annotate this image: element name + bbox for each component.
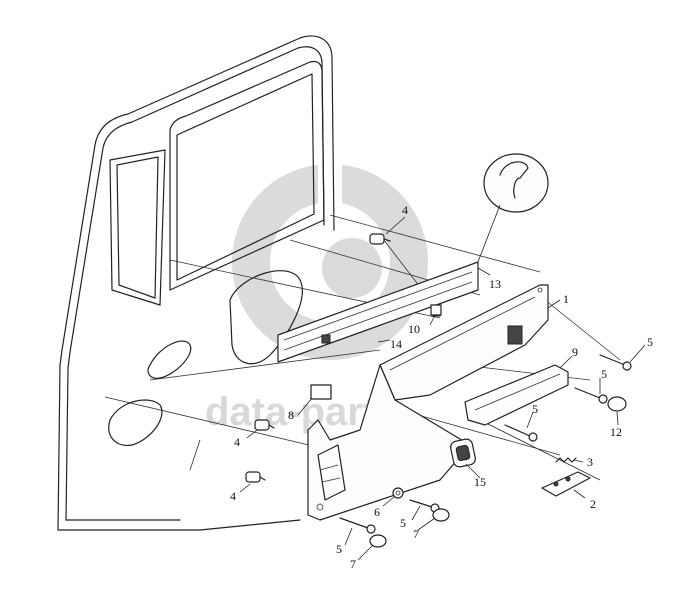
callout-5-e: 5	[336, 542, 342, 556]
door-shell	[57, 35, 335, 531]
washer-part-6	[392, 487, 404, 499]
armrest-bracket	[379, 284, 549, 401]
callout-15: 15	[474, 475, 486, 489]
callout-leaders	[239, 216, 646, 561]
screw-part-5-a	[599, 354, 632, 371]
cap-part-7-a	[432, 508, 450, 522]
callout-14: 14	[390, 337, 402, 351]
callout-12: 12	[610, 425, 622, 439]
spring-part-3	[555, 457, 577, 463]
trim-strip	[277, 261, 479, 363]
clip-part-8	[310, 384, 332, 400]
escutcheon-part-15	[450, 438, 476, 468]
callout-4-mid: 4	[234, 435, 240, 449]
callout-8: 8	[288, 408, 294, 422]
clip-part-4-mid	[254, 419, 275, 431]
callout-5-a: 5	[647, 335, 653, 349]
callout-9: 9	[572, 345, 578, 359]
screw-part-5-e	[339, 517, 376, 534]
callout-7-a: 7	[413, 527, 419, 541]
callout-labels: 1 2 3 4 4 4 5 5 5 5 5 6 7 7 8 9 10 12 13…	[230, 203, 653, 571]
cap-part-12	[607, 396, 627, 412]
clip-part-10	[430, 304, 442, 316]
callout-10: 10	[408, 322, 420, 336]
callout-6: 6	[374, 505, 380, 519]
latch-part-2	[541, 471, 591, 497]
detail-inset	[477, 153, 549, 263]
callout-5-c: 5	[532, 402, 538, 416]
callout-3: 3	[587, 455, 593, 469]
screw-part-5-b	[574, 387, 608, 404]
callout-7-b: 7	[350, 557, 356, 571]
callout-2: 2	[590, 497, 596, 511]
clip-part-4-low	[245, 471, 266, 483]
callout-1: 1	[563, 292, 569, 306]
cap-part-7-b	[369, 534, 387, 548]
callout-4-low: 4	[230, 489, 236, 503]
callout-5-d: 5	[400, 516, 406, 530]
clip-part-4-top	[369, 233, 391, 245]
callout-4-top: 4	[402, 203, 408, 217]
callout-5-b: 5	[601, 367, 607, 381]
lower-trim-panel	[307, 364, 471, 521]
pull-handle	[464, 364, 569, 426]
screw-part-5-d	[409, 499, 440, 513]
callout-13: 13	[489, 277, 501, 291]
screw-part-5-c	[504, 424, 538, 442]
watermark-logo	[232, 150, 428, 360]
